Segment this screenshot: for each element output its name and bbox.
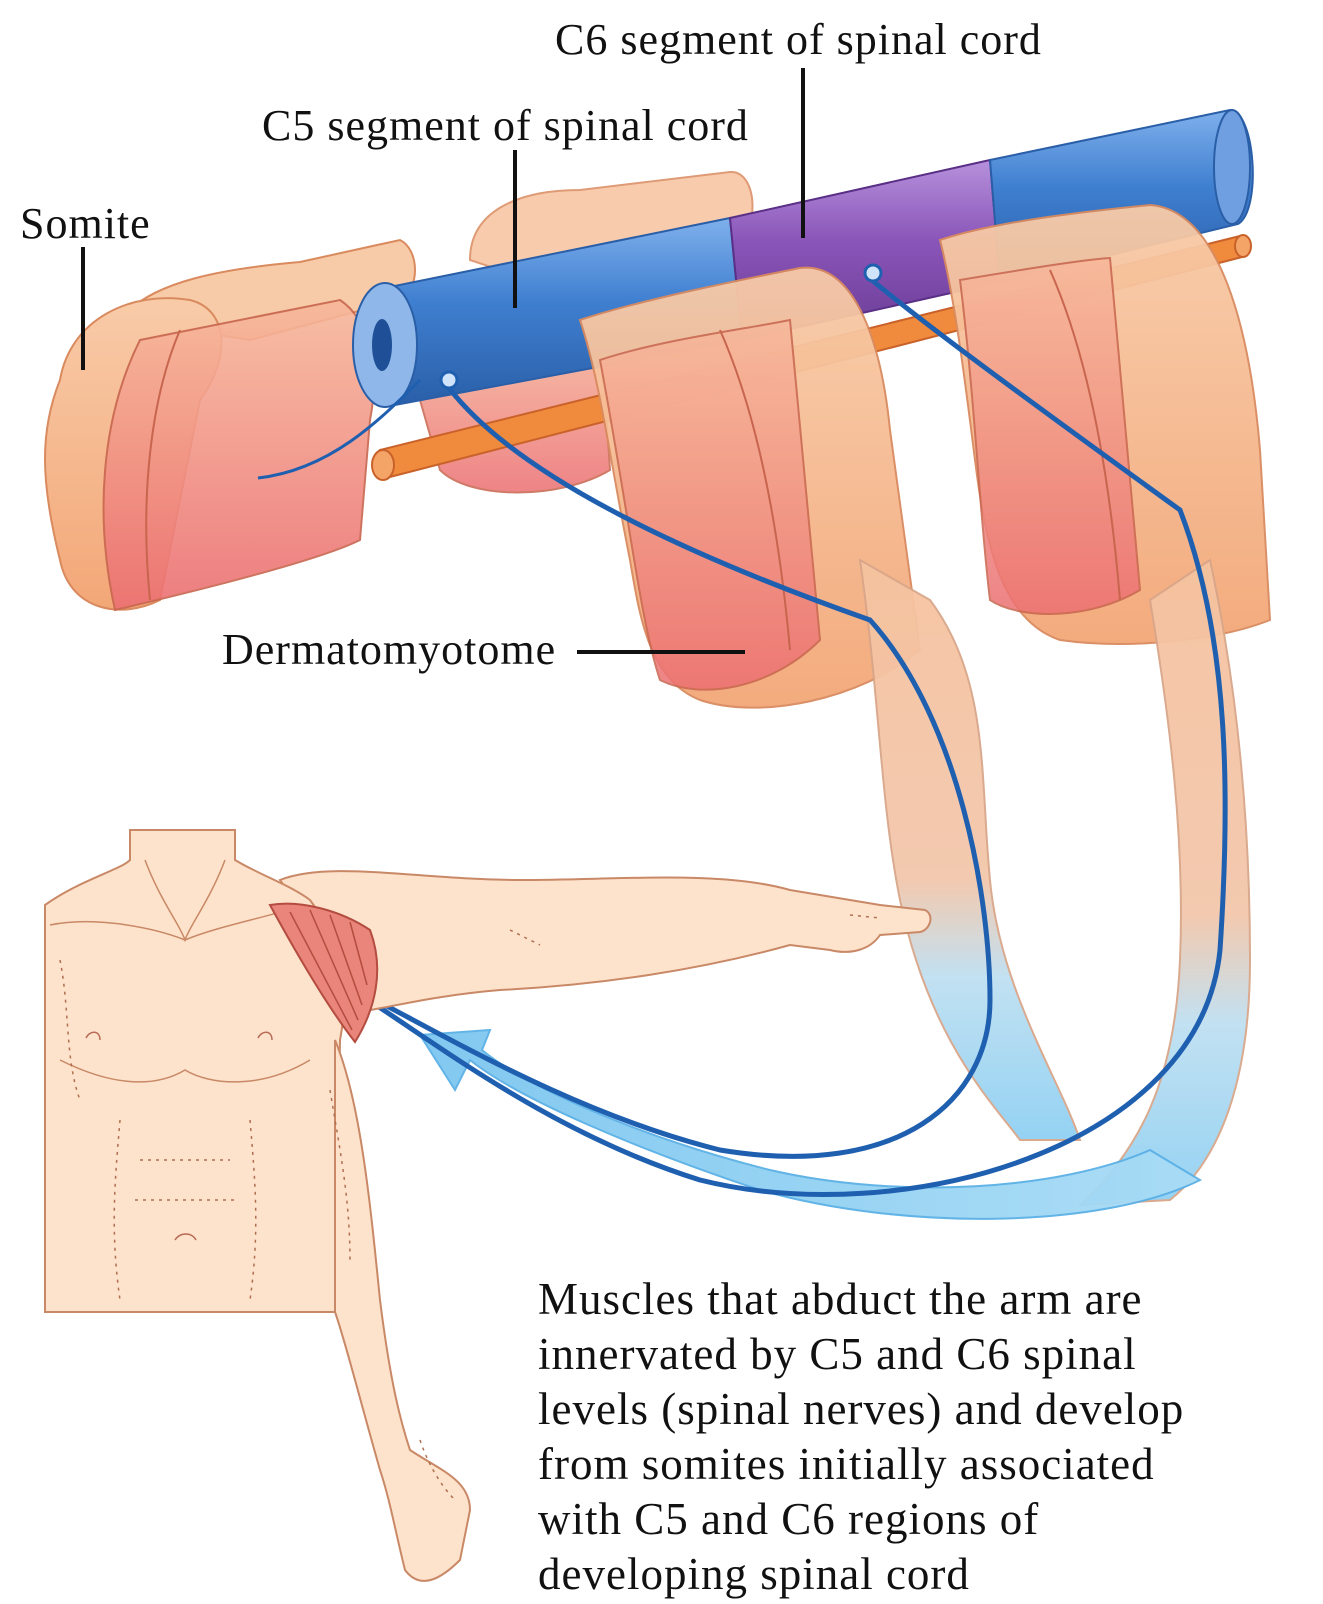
migration-arrow xyxy=(420,1030,1200,1219)
caption-line: with C5 and C6 regions of xyxy=(538,1492,1308,1547)
dermatomyotome-label: Dermatomyotome xyxy=(222,624,556,675)
caption-line: from somites initially associated xyxy=(538,1437,1308,1492)
c6-segment-label: C6 segment of spinal cord xyxy=(555,14,1042,65)
caption: Muscles that abduct the arm are innervat… xyxy=(538,1272,1308,1602)
somite-left xyxy=(45,240,415,610)
c5-segment-label: C5 segment of spinal cord xyxy=(262,100,749,151)
caption-line: levels (spinal nerves) and develop xyxy=(538,1382,1308,1437)
caption-line: Muscles that abduct the arm are xyxy=(538,1272,1308,1327)
caption-line: developing spinal cord xyxy=(538,1547,1308,1602)
caption-line: innervated by C5 and C6 spinal xyxy=(538,1327,1308,1382)
somite-label: Somite xyxy=(20,198,151,249)
